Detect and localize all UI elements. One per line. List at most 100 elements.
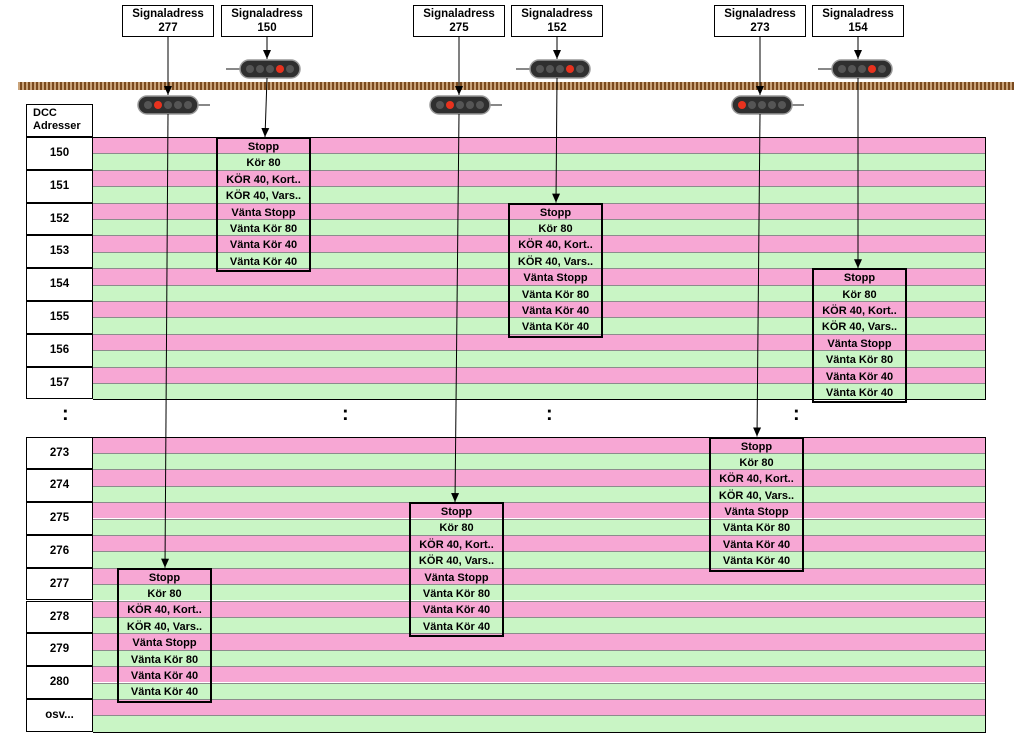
address-strip-pink	[93, 436, 986, 453]
aspect-item: Stopp	[740, 440, 773, 453]
aspect-item: KÖR 40, Kort..	[127, 604, 202, 617]
signal-lamp-lit	[446, 101, 454, 109]
aspect-item: Vänta Kör 40	[722, 538, 791, 551]
address-strip-green	[93, 317, 986, 334]
aspect-item: Vänta Kör 80	[521, 288, 590, 301]
signal-lamp-lit	[154, 101, 162, 109]
aspect-item: Vänta Kör 40	[422, 620, 491, 633]
signal-address-label: Signaladress 152	[511, 5, 603, 37]
address-strip-green	[93, 186, 986, 203]
address-strip-pink	[93, 502, 986, 519]
signal-lamp-unlit	[164, 101, 172, 109]
aspect-item: Kör 80	[439, 522, 474, 535]
aspect-item: Vänta Kör 40	[521, 321, 590, 334]
signal-word: Signaladress	[231, 8, 303, 20]
address-label: 152	[26, 202, 93, 236]
address-strip-green	[93, 284, 986, 301]
signal-address: 150	[257, 22, 277, 34]
address-strip-pink	[93, 469, 986, 486]
address-label: 275	[26, 502, 93, 535]
signal-lamp-unlit	[536, 65, 544, 73]
aspect-item: Kör 80	[538, 222, 573, 235]
signal-lamp-unlit	[476, 101, 484, 109]
signal-word: Signaladress	[521, 8, 593, 20]
aspect-item: Stopp	[247, 141, 280, 153]
address-strip-pink	[93, 169, 986, 187]
signal-lamp-unlit	[266, 65, 274, 73]
aspect-item: Stopp	[539, 206, 572, 219]
signal-lamp-unlit	[878, 65, 886, 73]
aspect-item: Kör 80	[739, 456, 774, 469]
aspect-item: Stopp	[148, 571, 181, 584]
address-label: 280	[26, 666, 93, 699]
address-strip-green	[93, 551, 986, 568]
aspect-item: Kör 80	[246, 157, 281, 170]
address-strip-green	[93, 219, 986, 236]
strip-top-border	[93, 137, 986, 138]
signal-address-label: Signaladress 273	[714, 5, 806, 37]
address-strip-pink	[93, 333, 986, 351]
address-label: 155	[26, 301, 93, 334]
signal-lamp-unlit	[246, 65, 254, 73]
signal-address: 154	[848, 22, 868, 34]
aspect-item: Vänta Kör 40	[825, 370, 894, 383]
aspect-item: Kör 80	[842, 288, 877, 301]
aspect-item: Vänta Kör 80	[722, 522, 791, 535]
aspect-item: KÖR 40, Vars..	[821, 321, 898, 334]
address-label: 151	[26, 169, 93, 203]
address-strip-green	[93, 452, 986, 470]
aspect-item: Vänta Kör 40	[229, 255, 298, 268]
signal-head	[831, 59, 893, 79]
address-strip-pink	[93, 235, 986, 252]
address-strip-pink	[93, 534, 986, 552]
signal-address: 273	[750, 22, 770, 34]
signal-lamp-unlit	[848, 65, 856, 73]
address-strip-green	[93, 383, 986, 400]
signal-word: Signaladress	[724, 8, 796, 20]
signal-lamp-unlit	[436, 101, 444, 109]
address-strip-pink	[93, 633, 986, 650]
signal-lamp-unlit	[748, 101, 756, 109]
address-strip-green	[93, 518, 986, 535]
signal-address-label: Signaladress 150	[221, 5, 313, 37]
signal-lamp-lit	[276, 65, 284, 73]
address-strip-green	[93, 251, 986, 269]
address-strip-green	[93, 616, 986, 634]
aspect-item: Vänta Kör 40	[229, 239, 298, 252]
address-strip-green	[93, 350, 986, 367]
signal-address: 277	[158, 22, 178, 34]
strip-bottom-border	[93, 399, 986, 401]
aspect-item: Vänta Kör 80	[229, 222, 298, 235]
ellipsis-mark: :	[546, 403, 553, 425]
aspect-item: KÖR 40, Vars..	[718, 489, 795, 502]
signal-word: Signaladress	[423, 8, 495, 20]
aspect-item: Vänta Stopp	[523, 272, 588, 285]
ellipsis-mark: :	[62, 403, 69, 425]
aspect-item: Vänta Kör 40	[521, 304, 590, 317]
signal-lamp-unlit	[858, 65, 866, 73]
signal-head	[429, 95, 491, 115]
signal-lamp-unlit	[184, 101, 192, 109]
address-label: 154	[26, 268, 93, 301]
aspect-item: Kör 80	[147, 588, 182, 601]
signal-address: 152	[547, 22, 567, 34]
header-line-1: DCC	[33, 107, 57, 119]
signal-lamp-lit	[566, 65, 574, 73]
aspect-item: Vänta Stopp	[724, 506, 789, 519]
aspect-item: Vänta Stopp	[424, 571, 489, 584]
railway-track	[18, 82, 1014, 90]
signal-head	[731, 95, 793, 115]
aspect-item: Vänta Kör 40	[130, 670, 199, 683]
signal-lamp-unlit	[466, 101, 474, 109]
address-strip-pink	[93, 698, 986, 716]
signal-head	[529, 59, 591, 79]
aspect-item: Vänta Kör 40	[825, 386, 894, 399]
aspect-item: KÖR 40, Kort..	[419, 538, 494, 551]
